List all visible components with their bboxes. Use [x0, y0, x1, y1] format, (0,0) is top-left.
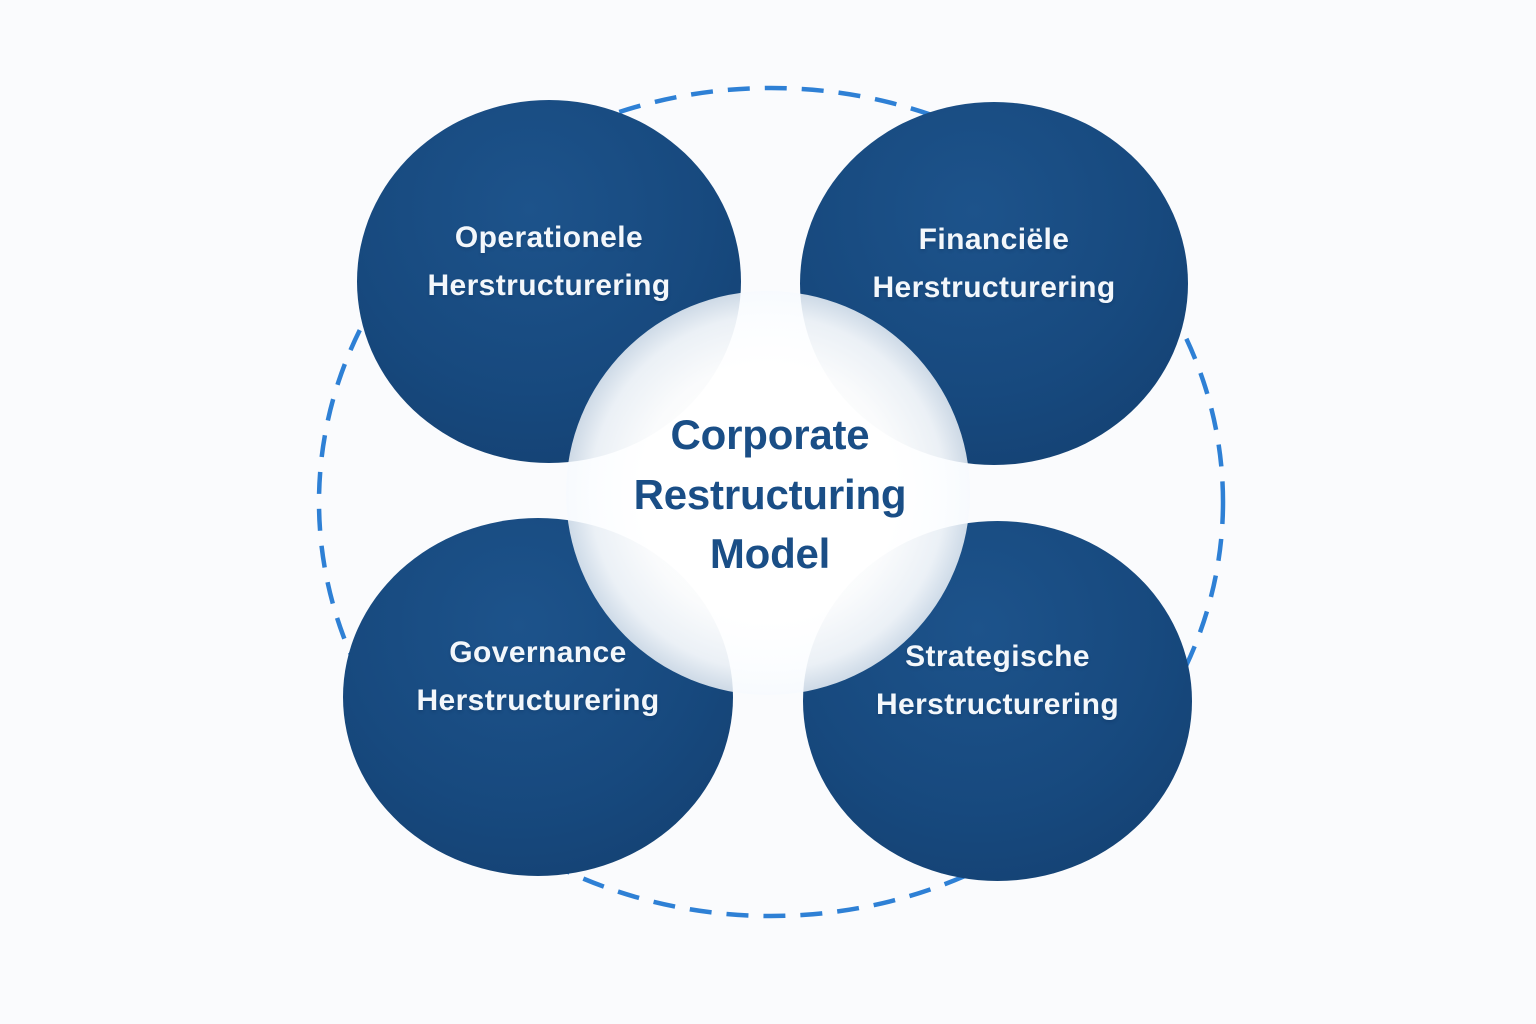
center-highlight-circle	[566, 291, 970, 695]
circle-label-operationele: Operationele Herstructurering	[427, 220, 671, 302]
circle-label-governance: Governance Herstructurering	[416, 636, 660, 717]
circle-label-financiele: Financiële Herstructurering	[872, 222, 1116, 304]
diagram-title: Corporate Restructuring Model	[633, 411, 907, 578]
circle-label-strategische: Strategische Herstructurering	[875, 640, 1120, 721]
circle-financiele-herstructurering: Financiële Herstructurering	[800, 102, 1188, 465]
